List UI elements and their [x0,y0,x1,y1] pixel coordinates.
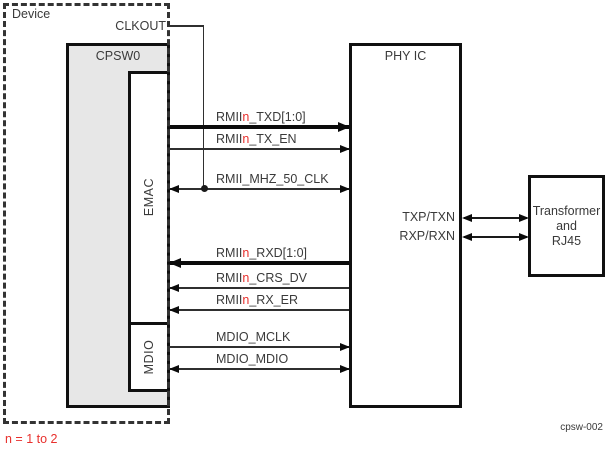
signal-label-text: RMII [216,110,243,124]
cpsw0-label: CPSW0 [95,49,141,63]
phy-port-label: TXP/TXN [402,210,455,224]
signal-label-text: MDIO_MCLK [216,330,291,344]
signal-label-n-red: n [242,132,250,146]
signal-label-n-red: n [242,271,250,285]
phy-port-label: RXP/RXN [399,229,455,243]
arrowhead-left-icon [169,365,179,373]
ethernet-link-wire [464,236,527,238]
arrowhead-right-icon [519,214,529,222]
signal-label: RMIIn_CRS_DV [216,271,307,285]
clkout-label: CLKOUT [115,19,166,33]
transformer-label-line: Transformer [532,204,601,218]
arrowhead-left-icon [169,258,181,268]
signal-label-text: MDIO_MDIO [216,352,289,366]
ethernet-link-wire [464,217,527,219]
signal-label-n-red: n [242,246,250,260]
arrowhead-left-icon [169,284,179,292]
signal-wire [170,309,349,311]
signal-label-text: _RX_ER [249,293,298,307]
signal-wire [170,368,349,370]
signal-label: RMIIn_TX_EN [216,132,297,146]
arrowhead-left-icon [169,306,179,314]
signal-label-text: RMII [216,132,243,146]
signal-label-n-red: n [242,110,250,124]
signal-wire [170,346,349,348]
signal-label-n-red: n [242,293,250,307]
arrowhead-right-icon [340,145,350,153]
arrowhead-right-icon [340,365,350,373]
signal-label-text: _RXD[1:0] [249,246,308,260]
signal-label-text: RMII [216,246,243,260]
signal-label: RMII_MHZ_50_CLK [216,172,329,186]
device-boundary-box [3,3,170,424]
phy-ic-label: PHY IC [384,49,427,63]
doc-id: cpsw-002 [560,422,603,433]
signal-label-text: _TXD[1:0] [249,110,306,124]
mdio-label: MDIO [142,339,156,375]
signal-label: MDIO_MDIO [216,352,288,366]
device-label: Device [12,7,51,21]
signal-label: RMIIn_RXD[1:0] [216,246,307,260]
transformer-label-line: RJ45 [551,234,582,248]
signal-wire [170,148,349,150]
signal-wire [170,261,349,265]
signal-label: MDIO_MCLK [216,330,290,344]
signal-label-text: RMII [216,271,243,285]
arrowhead-right-icon [519,233,529,241]
phy-ic-block [349,43,462,408]
signal-wire [170,287,349,289]
signal-label: RMIIn_RX_ER [216,293,298,307]
footnote: n = 1 to 2 [5,432,58,446]
signal-wire [170,188,349,190]
signal-label-text: RMII [216,293,243,307]
signal-wire [170,125,349,129]
signal-label-text: _TX_EN [249,132,297,146]
arrowhead-right-icon [340,185,350,193]
clkout-junction-dot [200,185,208,192]
arrowhead-left-icon [169,185,179,193]
transformer-rj45-block [528,175,605,277]
arrowhead-right-icon [340,343,350,351]
arrowhead-left-icon [462,233,472,241]
signal-label-text: _CRS_DV [249,271,308,285]
transformer-label-line: and [556,219,577,233]
arrowhead-right-icon [338,122,350,132]
clkout-trace-horizontal [170,25,204,27]
signal-label-text: RMII_MHZ_50_CLK [216,172,329,186]
signal-label: RMIIn_TXD[1:0] [216,110,306,124]
emac-label: EMAC [142,177,156,217]
clkout-trace-vertical [202,25,204,189]
arrowhead-left-icon [462,214,472,222]
